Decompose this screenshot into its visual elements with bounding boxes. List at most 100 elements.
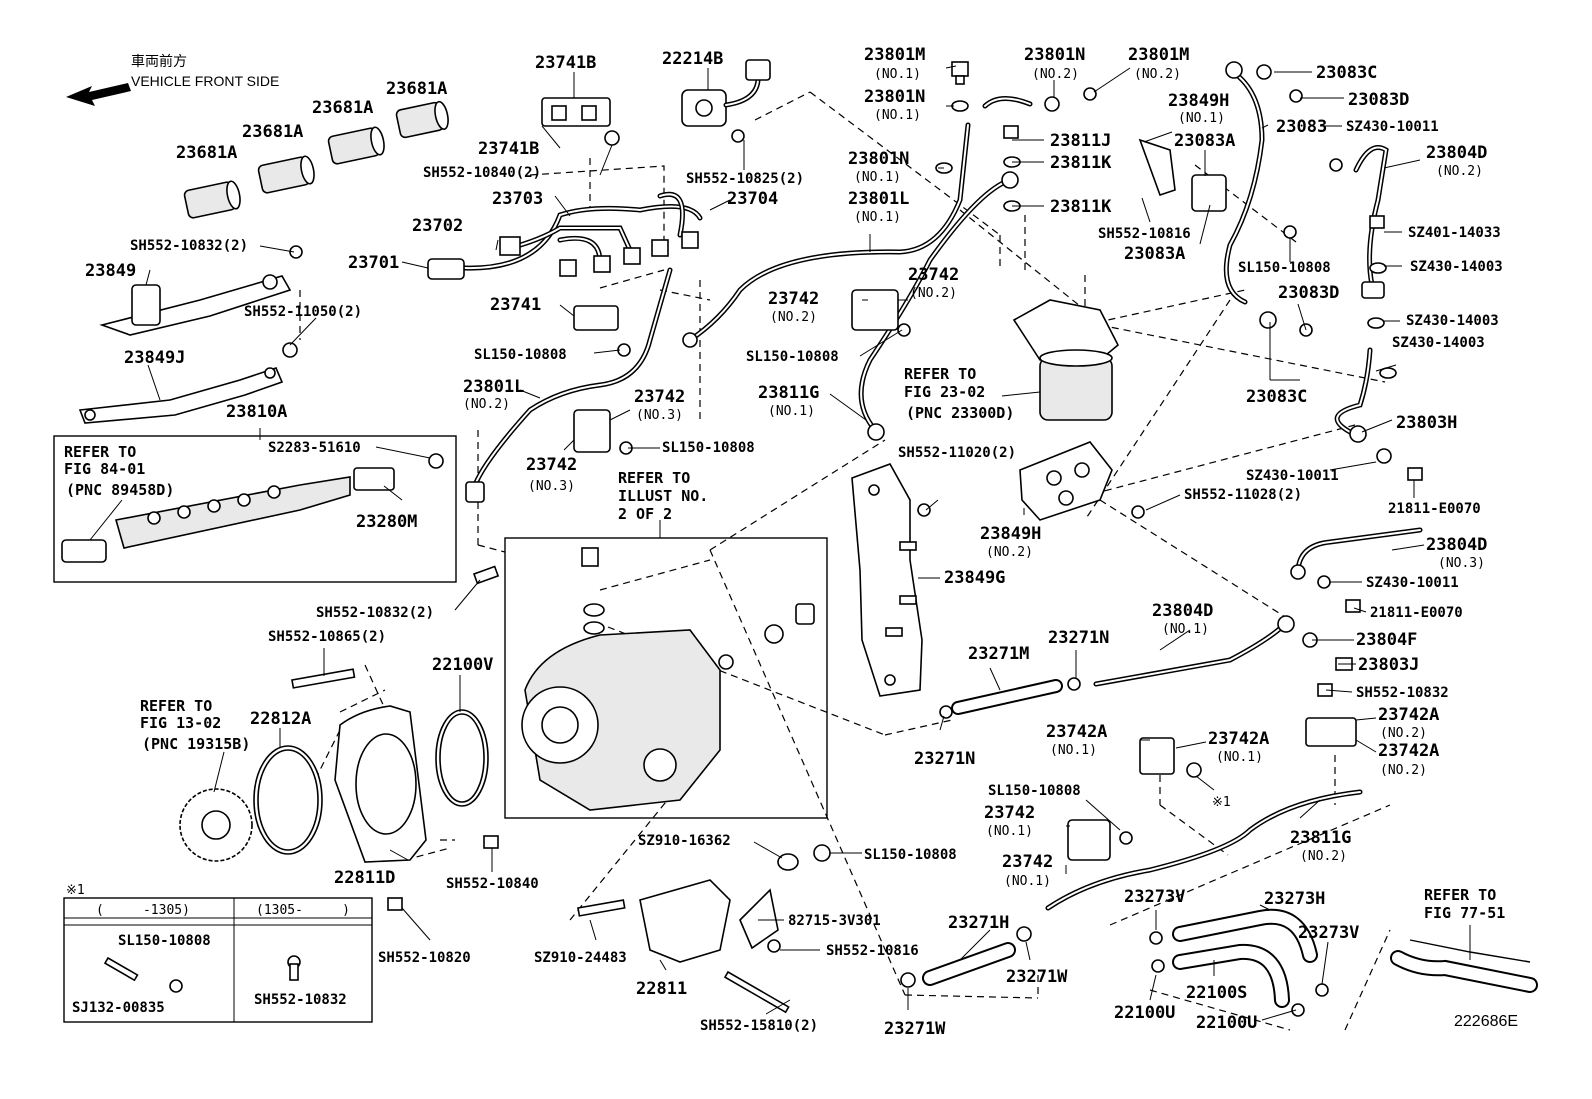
refer-note-fig-23-02: REFER TO FIG 23-02 (PNC 23300D) <box>904 365 1014 422</box>
svg-text:2 OF 2: 2 OF 2 <box>618 505 672 523</box>
label-23741: 23741 <box>490 295 541 315</box>
label-23271w-a: 23271W <box>1006 967 1068 987</box>
label-23742-a-qualifier: (NO.2) <box>910 286 957 301</box>
label-sz910-24483: SZ910-24483 <box>534 950 627 966</box>
note-table-title: ※1 <box>66 883 85 898</box>
label-23742a-1a: 23742A <box>1046 722 1107 742</box>
label-22811d: 22811D <box>334 868 395 888</box>
hose-23271m-art <box>939 677 1081 719</box>
label-23801m-2-qualifier: (NO.2) <box>1134 67 1181 82</box>
label-23271m: 23271M <box>968 644 1029 664</box>
label-23083a-top: 23083A <box>1174 131 1235 151</box>
refer-note-fig-13-02: REFER TO FIG 13-02 (PNC 19315B) <box>140 697 250 753</box>
note-table-col1-header: ( -1305) <box>96 903 190 918</box>
clamp-23741b-art <box>541 97 620 146</box>
label-sl150-10808-a: SL150-10808 <box>474 347 567 363</box>
outline-boxes <box>53 435 828 1023</box>
label-23849h-1-qualifier: (NO.1) <box>1178 111 1225 126</box>
injector-sleeve-group <box>183 100 449 219</box>
fuel-filter-art <box>1012 299 1120 421</box>
label-23810a: 23810A <box>226 402 287 422</box>
fuel-pipe-23804d-1-art <box>1093 615 1353 697</box>
refer-note-fig-77-51: REFER TO FIG 77-51 <box>1424 886 1505 922</box>
label-23742a-2b: 23742A <box>1378 741 1439 761</box>
label-23804f: 23804F <box>1356 630 1417 650</box>
refer-box-fig-84-01 <box>53 435 457 583</box>
label-sz910-16362: SZ910-16362 <box>638 833 731 849</box>
fuel-pipe-23804d-2-art <box>1329 145 1397 379</box>
label-23741b-top: 23741B <box>535 53 596 73</box>
label-sz430-14003-c: SZ430-14003 <box>1392 335 1485 351</box>
label-23801l-2: 23801L <box>463 377 524 397</box>
note-table-col1-part-1: SL150-10808 <box>118 933 211 949</box>
label-sh552-10865-2: SH552-10865(2) <box>268 629 386 645</box>
label-23083c-top: 23083C <box>1316 63 1377 83</box>
fuel-pipe-23083-art <box>1138 61 1313 337</box>
label-23804d-2-qualifier: (NO.2) <box>1436 164 1483 179</box>
label-23083d-mid: 23083D <box>1278 283 1339 303</box>
label-23801m-2: 23801M <box>1128 45 1189 65</box>
figure-code: 222686E <box>1454 1013 1518 1030</box>
refer-box-illust-2 <box>504 537 828 819</box>
label-sl150-10808-c: SL150-10808 <box>662 440 755 456</box>
label-23742a-1b: 23742A <box>1208 729 1269 749</box>
label-23742-a: 23742 <box>908 265 959 285</box>
label-sh552-11050-2: SH552-11050(2) <box>244 304 362 320</box>
pump-mounting-art <box>179 565 500 911</box>
label-sz401-14033: SZ401-14033 <box>1408 225 1501 241</box>
bracket-23849h-2-art <box>1019 441 1145 521</box>
label-23804d-1-qualifier: (NO.1) <box>1162 622 1209 637</box>
label-22812a: 22812A <box>250 709 311 729</box>
label-23742-b-qualifier: (NO.2) <box>770 310 817 325</box>
fuel-pipe-23811g-1-art <box>858 171 1019 441</box>
fuel-pipe-23801l-art <box>465 96 1033 503</box>
label-sz430-10011-top: SZ430-10011 <box>1346 119 1439 135</box>
label-23271n-top: 23271N <box>1048 628 1109 648</box>
label-23801m-1: 23801M <box>864 45 925 65</box>
clamp-23741-art <box>573 305 631 357</box>
label-23801l-1-qualifier: (NO.1) <box>854 210 901 225</box>
label-sz430-10011-bot: SZ430-10011 <box>1366 575 1459 591</box>
label-23083: 23083 <box>1276 117 1327 137</box>
label-sh552-10832-2-top: SH552-10832(2) <box>130 238 248 254</box>
bracket-22811-art <box>577 844 831 1014</box>
svg-text:(PNC 23300D): (PNC 23300D) <box>906 404 1014 422</box>
label-23811g-1-qualifier: (NO.1) <box>768 404 815 419</box>
label-23801n-1a-qualifier: (NO.1) <box>874 108 921 123</box>
label-sl150-10808-r: SL150-10808 <box>1238 260 1331 276</box>
clamp-23742-art <box>573 289 911 455</box>
bracket-23849j-art <box>78 367 284 424</box>
label-23271n-bot: 23271N <box>914 749 975 769</box>
label-23271h: 23271H <box>948 913 1009 933</box>
svg-text:REFER TO: REFER TO <box>140 697 212 715</box>
label-23742-e: 23742 <box>984 803 1035 823</box>
label-23681a-2: 23681A <box>312 98 373 118</box>
note-table-col2-part-1: SH552-10832 <box>254 992 347 1008</box>
svg-text:(PNC 19315B): (PNC 19315B) <box>142 735 250 753</box>
label-23801l-2-qualifier: (NO.2) <box>463 397 510 412</box>
label-s2283-51610: S2283-51610 <box>268 440 361 456</box>
label-23804d-3: 23804D <box>1426 535 1487 555</box>
svg-text:REFER TO: REFER TO <box>1424 886 1496 904</box>
label-sh552-10832-2-mid: SH552-10832(2) <box>316 605 434 621</box>
label-sz430-14003-a: SZ430-14003 <box>1410 259 1503 275</box>
front-label-japanese: 車両前方 <box>131 53 187 69</box>
label-22100u-a: 22100U <box>1114 1003 1175 1023</box>
label-23742-c: 23742 <box>634 387 685 407</box>
label-23273h: 23273H <box>1264 889 1325 909</box>
front-label-english: VEHICLE FRONT SIDE <box>131 73 279 89</box>
label-23849h-2: 23849H <box>980 524 1041 544</box>
label-23742-c-qualifier: (NO.3) <box>636 408 683 423</box>
sensor-22214b-art <box>681 59 771 143</box>
part-labels: 23741B 22214B 23801M (NO.1) 23801N (NO.2… <box>64 45 1505 1039</box>
label-note-mark: ※1 <box>1212 795 1231 810</box>
label-23811k-1: 23811K <box>1050 153 1112 173</box>
label-23801l-1: 23801L <box>848 189 909 209</box>
label-23742-f: 23742 <box>1002 852 1053 872</box>
label-23702: 23702 <box>412 216 463 236</box>
label-82715-3v301: 82715-3V301 <box>788 913 881 929</box>
label-23803j: 23803J <box>1358 655 1419 675</box>
label-23741b-mid: 23741B <box>478 139 539 159</box>
label-23701: 23701 <box>348 253 399 273</box>
